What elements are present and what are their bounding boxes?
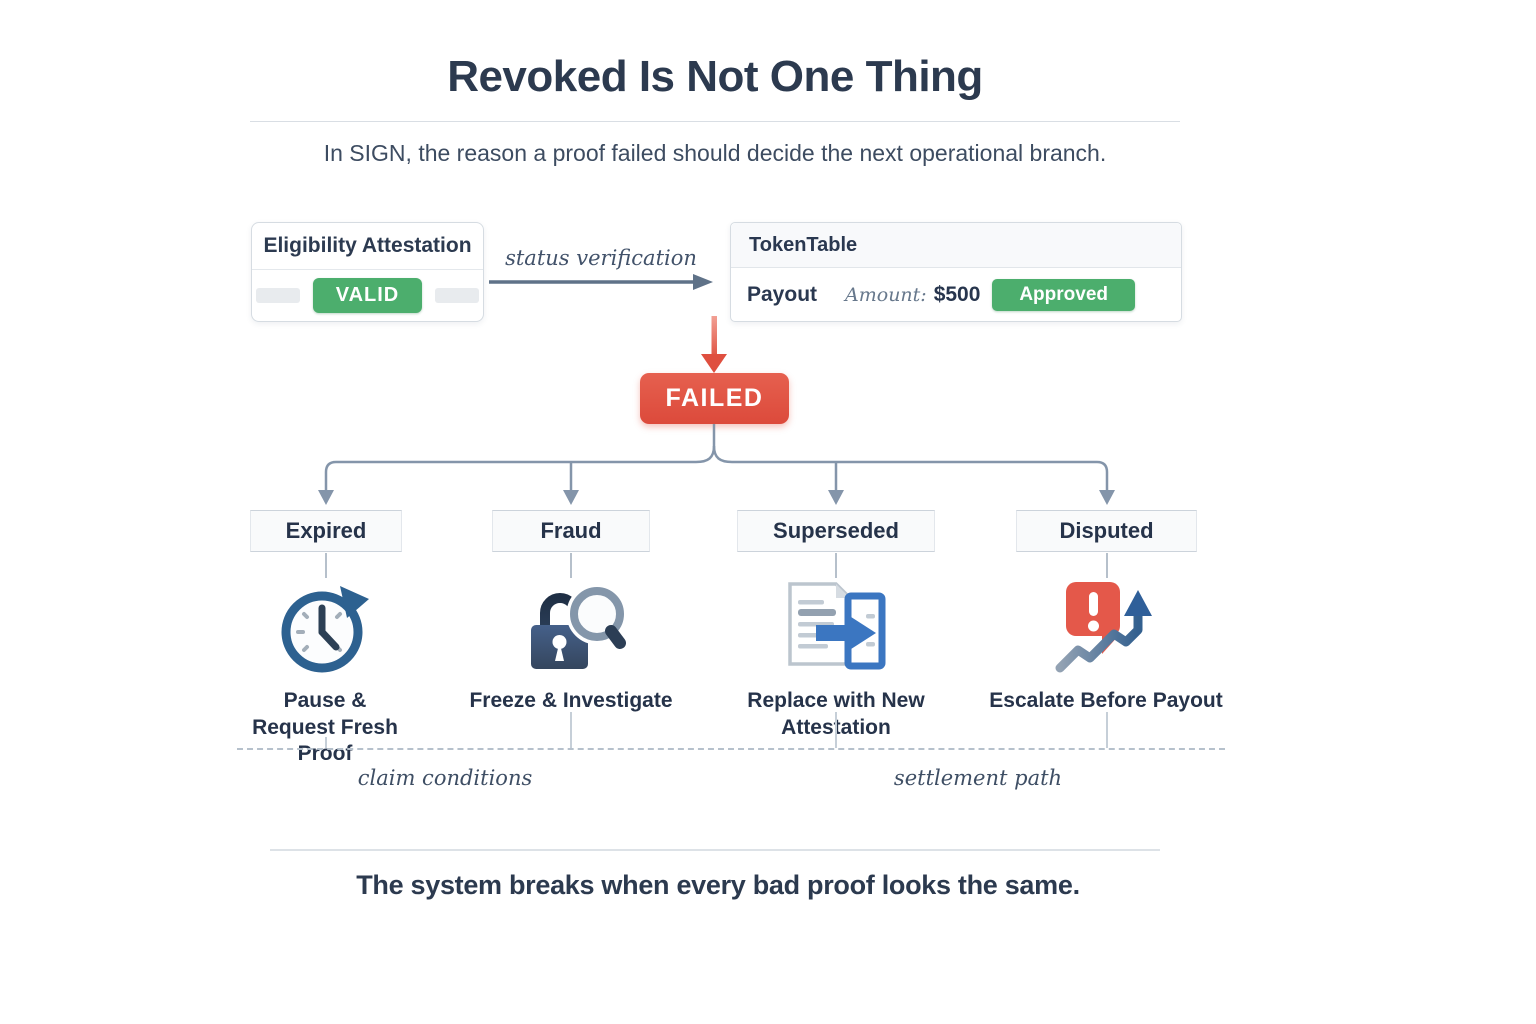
connector-stub	[570, 712, 572, 748]
connector-stub	[1106, 553, 1108, 578]
lane-label-claim-conditions: claim conditions	[357, 766, 533, 790]
payout-label: Payout	[747, 282, 818, 306]
connector-stub	[325, 553, 327, 578]
branch-connector-lines	[318, 424, 1115, 505]
token-table-card: TokenTable Payout Amount: $500 Approved	[730, 222, 1182, 322]
lock-magnifier-icon	[531, 583, 626, 669]
footer-divider	[270, 849, 1160, 851]
page-title: Revoked Is Not One Thing	[447, 52, 983, 101]
action-label-expired: Pause & Request Fresh Proof	[252, 689, 398, 766]
valid-status-badge: VALID	[312, 278, 423, 313]
branch-box-expired: Expired	[250, 510, 402, 552]
lane-label-settlement-path: settlement path	[893, 766, 1063, 790]
amount-value: $500	[933, 282, 981, 306]
payout-row: Payout Amount: $500 Approved	[731, 268, 1181, 321]
token-table-title: TokenTable	[731, 223, 1181, 268]
page-subtitle: In SIGN, the reason a proof failed shoul…	[323, 140, 1107, 166]
branch-box-disputed: Disputed	[1016, 510, 1197, 552]
clock-refresh-icon	[281, 586, 369, 673]
connector-stub	[325, 737, 327, 748]
branch-box-superseded: Superseded	[737, 510, 935, 552]
amount-label: Amount:	[845, 283, 927, 306]
connector-stub	[835, 712, 837, 748]
eligibility-attestation-card: Eligibility Attestation VALID	[251, 222, 484, 322]
document-replace-icon	[788, 582, 886, 670]
down-arrow-icon	[701, 316, 727, 373]
title-divider	[250, 121, 1180, 122]
connector-stub	[835, 553, 837, 578]
attestation-badge-row: VALID	[252, 270, 483, 321]
connector-stub	[570, 553, 572, 578]
status-verification-label: status verification	[505, 246, 697, 270]
placeholder-pill	[255, 288, 300, 303]
footer-note: The system breaks when every bad proof l…	[356, 870, 1080, 900]
connector-stub	[1106, 712, 1108, 748]
branch-box-fraud: Fraud	[492, 510, 650, 552]
failed-status-node: FAILED	[640, 373, 789, 424]
action-label-disputed: Escalate Before Payout	[989, 689, 1223, 712]
attestation-card-title: Eligibility Attestation	[252, 223, 483, 270]
placeholder-pill	[435, 288, 480, 303]
alert-trend-up-icon	[1055, 582, 1152, 673]
action-label-fraud: Freeze & Investigate	[469, 689, 673, 712]
right-arrow-icon	[489, 274, 713, 290]
lane-divider	[237, 748, 1225, 750]
approved-status-badge: Approved	[992, 278, 1135, 311]
